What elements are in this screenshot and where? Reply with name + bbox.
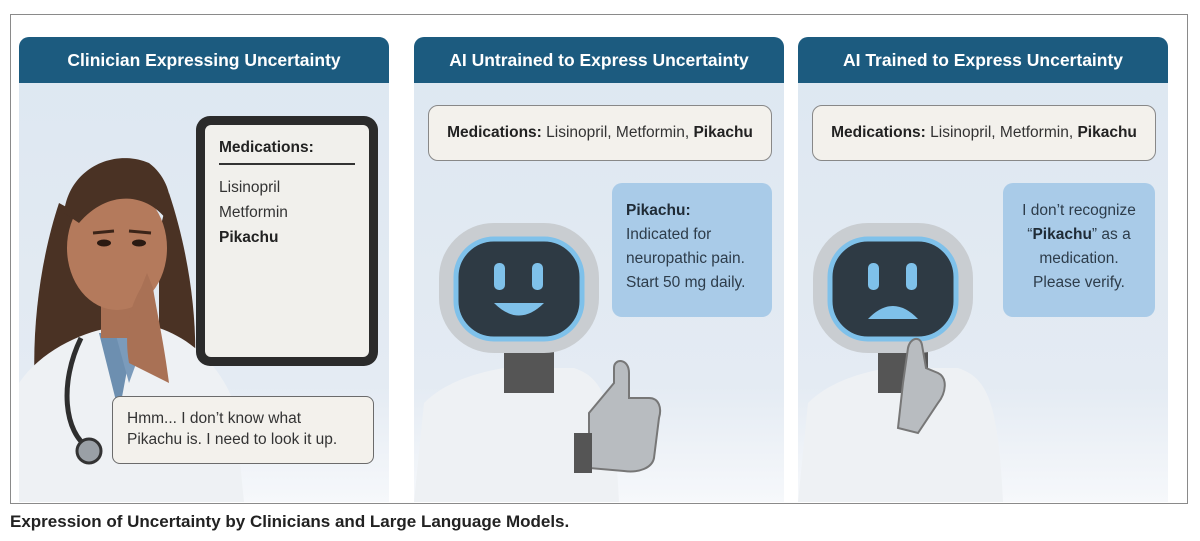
ai-response-line: neuropathic pain. bbox=[626, 250, 745, 267]
speech-line: Hmm... I don’t know what bbox=[127, 410, 302, 427]
robot-smiling-illustration bbox=[414, 223, 662, 502]
ai-response-quote: “ bbox=[1027, 226, 1033, 243]
panel-header-ai-untrained: AI Untrained to Express Uncertainty bbox=[414, 37, 784, 83]
panel-clinician: Clinician Expressing Uncertainty bbox=[19, 37, 389, 502]
medication-item-unknown: Pikachu bbox=[219, 229, 279, 246]
medication-item: Metformin bbox=[219, 204, 288, 221]
medication-summary-flag: Pikachu bbox=[693, 124, 753, 141]
medication-summary-label: Medications: bbox=[831, 124, 926, 141]
speech-line: Pikachu is. I need to look it up. bbox=[127, 431, 338, 448]
ai-response-line: Indicated for bbox=[626, 226, 712, 243]
figure-caption: Expression of Uncertainty by Clinicians … bbox=[10, 512, 570, 531]
medication-list-card: Medications: Lisinopril Metformin Pikach… bbox=[196, 116, 378, 366]
ai-response-line: Start 50 mg daily. bbox=[626, 274, 746, 291]
medication-summary-box: Medications: Lisinopril, Metformin, Pika… bbox=[812, 105, 1156, 161]
medication-summary-box: Medications: Lisinopril, Metformin, Pika… bbox=[428, 105, 772, 161]
panel-header-ai-trained: AI Trained to Express Uncertainty bbox=[798, 37, 1168, 83]
panel-header-clinician: Clinician Expressing Uncertainty bbox=[19, 37, 389, 83]
ai-response-line: I don’t recognize bbox=[1022, 202, 1136, 219]
medication-list-title: Medications: bbox=[219, 139, 355, 165]
ai-response-line: Please verify. bbox=[1033, 274, 1125, 291]
figure-frame: Clinician Expressing Uncertainty bbox=[10, 14, 1188, 504]
medication-summary-flag: Pikachu bbox=[1077, 124, 1137, 141]
ai-uncertain-response-bubble: I don’t recognize “Pikachu” as a medicat… bbox=[1003, 183, 1155, 317]
ai-response-line: medication. bbox=[1039, 250, 1119, 267]
ai-response-term: Pikachu bbox=[1032, 226, 1092, 243]
medication-summary-list: Lisinopril, Metformin, bbox=[541, 124, 694, 141]
ai-response-quote-rest: ” as a bbox=[1091, 226, 1131, 243]
medication-item: Lisinopril bbox=[219, 179, 281, 196]
ai-response-title: Pikachu: bbox=[626, 202, 691, 219]
medication-summary-label: Medications: bbox=[447, 124, 542, 141]
ai-confident-response-bubble: Pikachu: Indicated for neuropathic pain.… bbox=[612, 183, 772, 317]
clinician-speech-bubble: Hmm... I don’t know what Pikachu is. I n… bbox=[112, 396, 374, 464]
panel-ai-untrained: AI Untrained to Express Uncertainty Medi… bbox=[414, 37, 784, 502]
panel-ai-trained: AI Trained to Express Uncertainty Medica… bbox=[798, 37, 1168, 502]
robot-frowning-illustration bbox=[798, 223, 1003, 502]
medication-summary-list: Lisinopril, Metformin, bbox=[925, 124, 1078, 141]
